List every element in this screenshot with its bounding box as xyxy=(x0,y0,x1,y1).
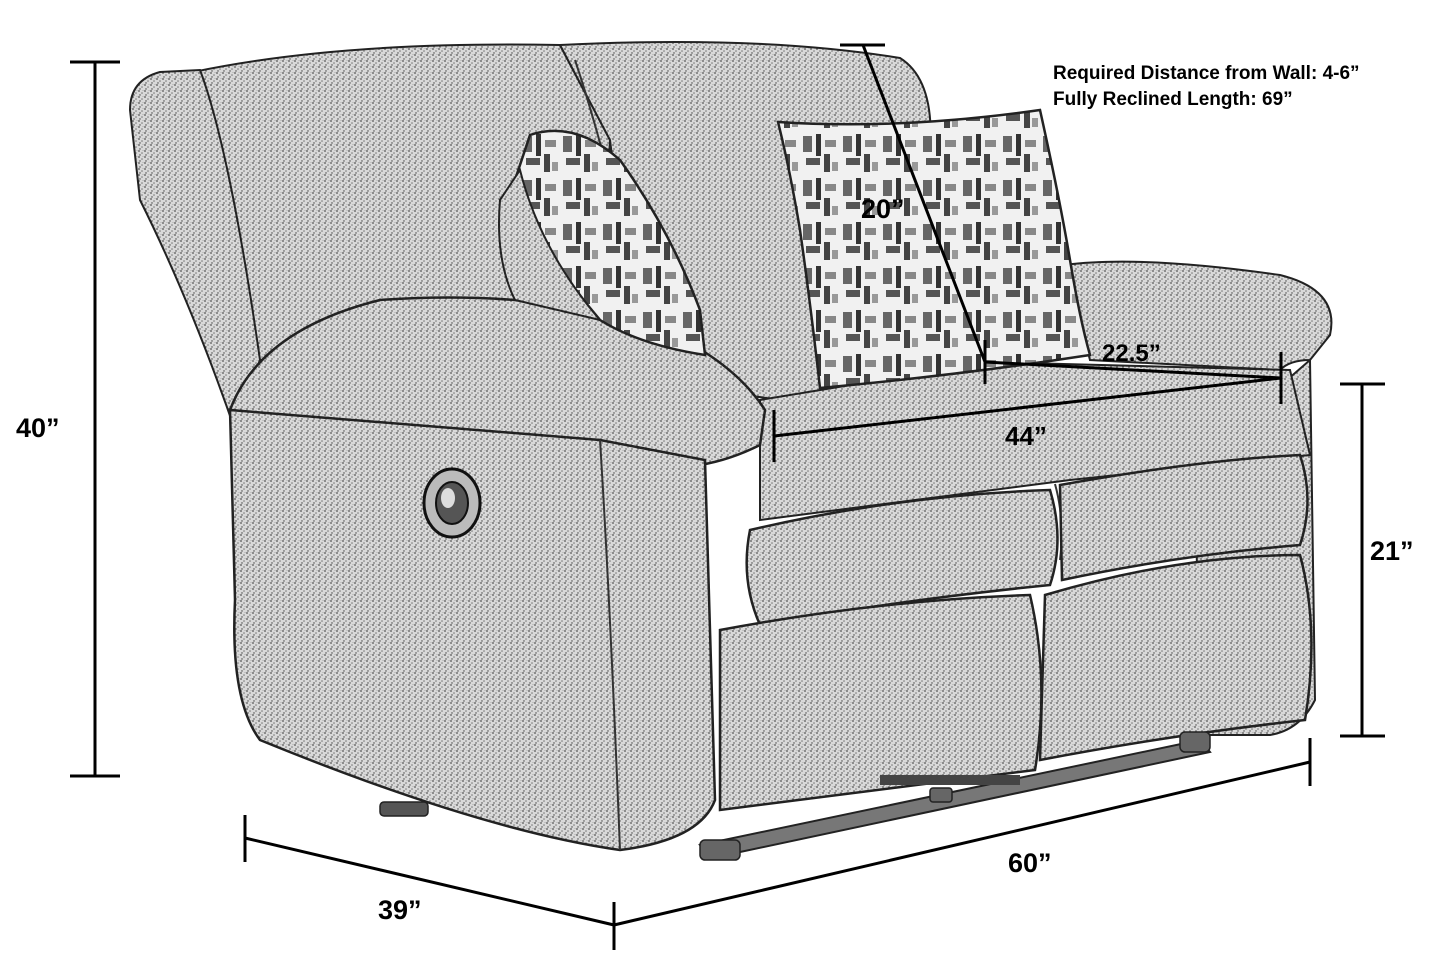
width-label: 60” xyxy=(1008,848,1052,878)
seat-depth-label: 22.5” xyxy=(1102,340,1161,367)
seat-depth-dimension-line xyxy=(984,360,1282,380)
left-side-panel xyxy=(228,408,717,852)
pillow-right xyxy=(776,108,1092,390)
recline-handle-icon xyxy=(422,467,482,539)
width-dimension-line xyxy=(613,760,1311,927)
seat-width-label: 44” xyxy=(1005,421,1047,451)
back-height-dimension-line xyxy=(861,44,987,363)
back-height-label: 20” xyxy=(861,194,905,224)
footrest-right xyxy=(1038,553,1313,762)
right-arm xyxy=(1063,260,1333,372)
wall-distance-note: Required Distance from Wall: 4-6” xyxy=(1053,63,1360,84)
reclined-length-note: Fully Reclined Length: 69” xyxy=(1053,89,1293,110)
seat-cushion-right xyxy=(1058,453,1309,582)
dimension-lines xyxy=(70,43,1385,950)
depth-label: 39” xyxy=(378,895,422,925)
seat-height-label: 21” xyxy=(1370,536,1414,566)
height-label: 40” xyxy=(16,413,60,443)
depth-dimension-line xyxy=(244,836,615,927)
seat-width-dimension-line xyxy=(773,376,1282,438)
